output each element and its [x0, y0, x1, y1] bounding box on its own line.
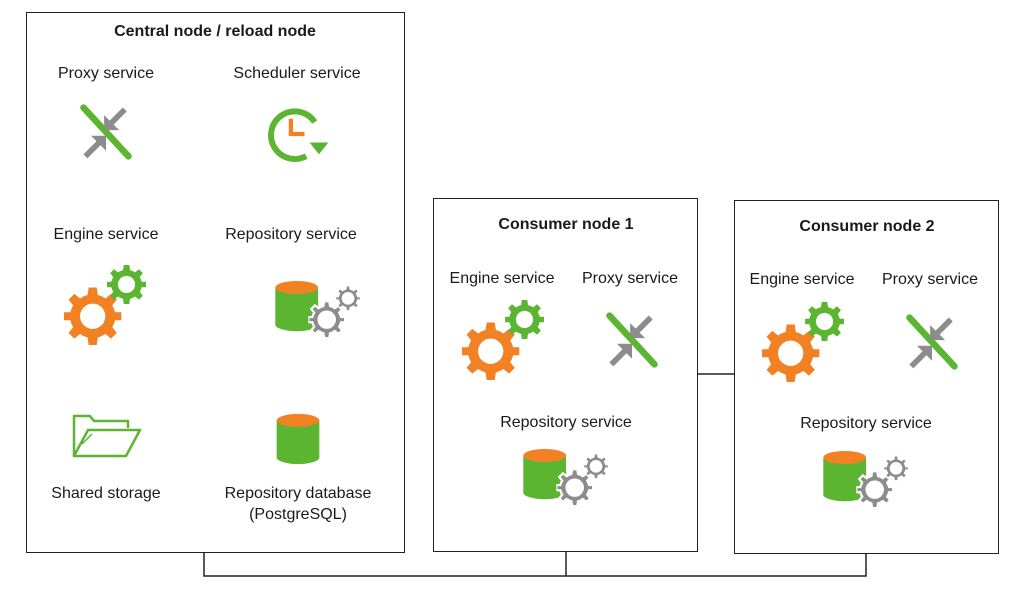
- central-repository-label: Repository service: [225, 226, 357, 243]
- consumer-node-2-title: Consumer node 2: [799, 218, 935, 235]
- consumer2-repository-label: Repository service: [800, 415, 932, 432]
- central-node-title: Central node / reload node: [114, 23, 316, 40]
- shared-storage-label: Shared storage: [51, 485, 161, 502]
- consumer2-engine-label: Engine service: [749, 271, 855, 288]
- shared-storage-folder-icon: [70, 410, 142, 460]
- database-icon: [274, 413, 322, 465]
- repository-database-label: Repository database: [224, 485, 372, 502]
- repository-database-sublabel: (PostgreSQL): [249, 506, 347, 523]
- consumer1-proxy-label: Proxy service: [581, 270, 679, 287]
- engine-gears-icon: [762, 302, 844, 384]
- central-proxy-label: Proxy service: [57, 65, 155, 82]
- central-node-box: [26, 12, 405, 553]
- scheduler-clock-icon: [258, 100, 334, 168]
- engine-gears-icon: [462, 300, 544, 382]
- repository-db-gears-icon: [272, 278, 364, 340]
- repository-db-gears-icon: [820, 448, 912, 510]
- proxy-arrows-icon: [76, 102, 136, 162]
- consumer-node-1-title: Consumer node 1: [498, 216, 634, 233]
- consumer1-engine-label: Engine service: [449, 270, 555, 287]
- repository-db-gears-icon: [520, 446, 612, 508]
- proxy-arrows-icon: [902, 312, 962, 372]
- proxy-arrows-icon: [602, 310, 662, 370]
- central-engine-label: Engine service: [53, 226, 159, 243]
- bottom-bus-line: [203, 553, 867, 577]
- engine-gears-icon: [64, 265, 146, 347]
- central-scheduler-label: Scheduler service: [233, 65, 361, 82]
- consumer2-proxy-label: Proxy service: [881, 271, 979, 288]
- consumer1-repository-label: Repository service: [500, 414, 632, 431]
